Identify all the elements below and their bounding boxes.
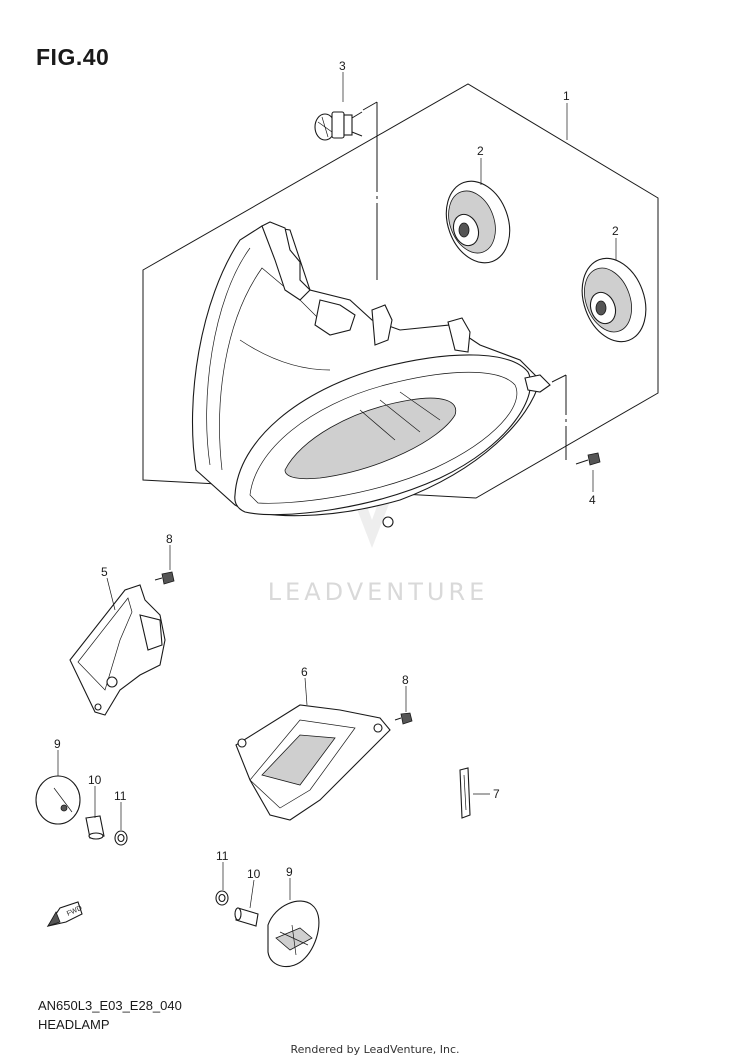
callout-11-lower: 11 <box>216 849 229 863</box>
callout-leader-lines <box>57 72 617 909</box>
washer-11-upper <box>114 830 128 846</box>
callout-4: 4 <box>589 493 596 507</box>
callout-9-lower: 9 <box>286 865 293 879</box>
callout-9-upper: 9 <box>54 737 61 751</box>
screw-8-upper <box>154 571 175 585</box>
callout-1: 1 <box>563 89 570 103</box>
assembly-boundary-box <box>142 83 659 499</box>
reflector-9-lower <box>267 900 320 968</box>
headlamp-housing <box>191 221 551 528</box>
callout-2-right: 2 <box>612 224 619 238</box>
position-lamp-left <box>69 584 166 716</box>
position-lamp-6 <box>235 704 391 821</box>
figure-title: FIG.40 <box>36 44 110 70</box>
callout-10-upper: 10 <box>88 773 102 787</box>
screw-8-lower <box>394 712 413 725</box>
spacer-10-lower <box>234 907 259 927</box>
watermark-text: LEADVENTURE <box>267 578 489 606</box>
spacer-10-upper <box>85 815 105 840</box>
callout-6: 6 <box>301 665 308 679</box>
callout-8-lower: 8 <box>402 673 409 687</box>
callout-7: 7 <box>493 787 500 801</box>
callout-8-upper: 8 <box>166 532 173 546</box>
reflector-9-upper <box>35 775 81 825</box>
callout-10-lower: 10 <box>247 867 261 881</box>
callout-5: 5 <box>101 565 108 579</box>
callout-numbers: 1 2 2 3 4 5 6 7 8 8 9 9 10 10 11 11 <box>54 59 619 881</box>
render-credit: Rendered by LeadVenture, Inc. <box>290 1043 460 1056</box>
callout-3: 3 <box>339 59 346 73</box>
figure-name: HEADLAMP <box>38 1017 110 1032</box>
assembly-leader-lines <box>362 101 567 460</box>
forward-direction-arrow: FWD <box>46 901 83 927</box>
socket-boot-upper <box>445 180 511 264</box>
callout-11-upper: 11 <box>114 789 127 803</box>
socket-boot-right <box>581 257 647 343</box>
washer-11-lower <box>215 890 229 906</box>
clip-7 <box>459 767 471 819</box>
headlight-bulb <box>314 111 363 141</box>
callout-2-upper: 2 <box>477 144 484 158</box>
figure-code: AN650L3_E03_E28_040 <box>38 998 182 1013</box>
screw-4 <box>575 452 601 466</box>
